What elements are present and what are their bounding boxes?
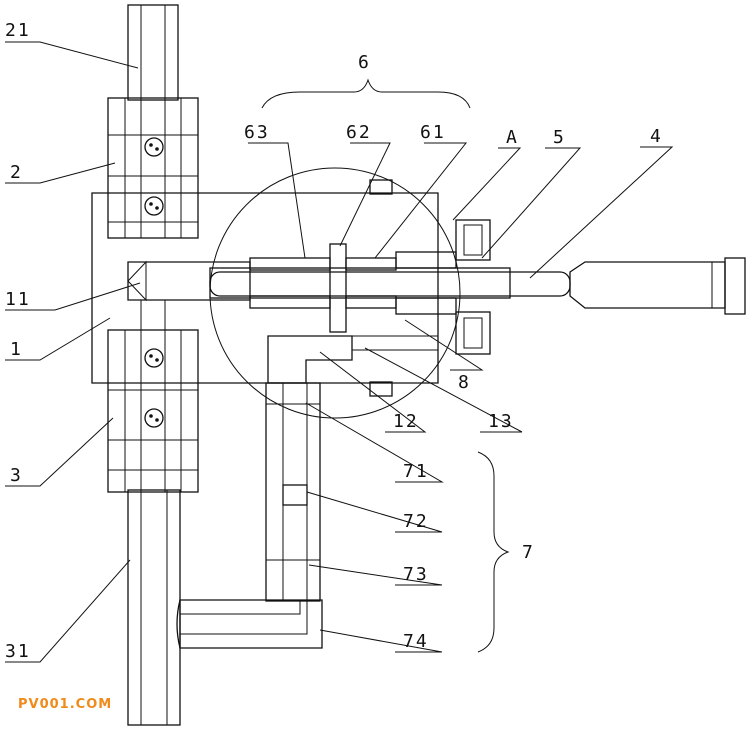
label-4: 4 — [650, 126, 663, 147]
label-2: 2 — [10, 162, 23, 183]
gland-nut-5 — [455, 219, 491, 355]
label-62: 62 — [346, 122, 372, 143]
label-73: 73 — [403, 564, 429, 585]
label-3: 3 — [10, 465, 23, 486]
label-a: A — [506, 127, 519, 148]
label-31: 31 — [5, 641, 31, 662]
label-7: 7 — [522, 542, 535, 563]
label-71: 71 — [403, 461, 429, 482]
label-8: 8 — [458, 372, 471, 393]
main-body — [91, 179, 511, 397]
upper-check-valve-2 — [107, 97, 199, 239]
return-elbow-74 — [176, 599, 323, 649]
label-1: 1 — [10, 339, 23, 360]
lower-check-valve-3 — [107, 299, 199, 493]
watermark: PV001.COM — [18, 697, 112, 712]
plunger-rod-4 — [209, 257, 746, 315]
label-61: 61 — [420, 122, 446, 143]
label-12: 12 — [393, 411, 419, 432]
label-74: 74 — [403, 631, 429, 652]
label-6: 6 — [358, 52, 371, 73]
lower-pipe-31 — [127, 489, 181, 726]
bracket-6 — [261, 78, 471, 109]
label-13: 13 — [488, 411, 514, 432]
leader-lines — [5, 41, 674, 663]
bracket-7 — [477, 451, 510, 653]
detail-circle-a — [209, 167, 461, 419]
label-5: 5 — [553, 127, 566, 148]
upper-pipe-21 — [127, 4, 179, 101]
label-11: 11 — [5, 289, 31, 310]
label-63: 63 — [244, 122, 270, 143]
seal-assembly-6 — [249, 243, 457, 333]
label-21: 21 — [5, 20, 31, 41]
label-72: 72 — [403, 511, 429, 532]
